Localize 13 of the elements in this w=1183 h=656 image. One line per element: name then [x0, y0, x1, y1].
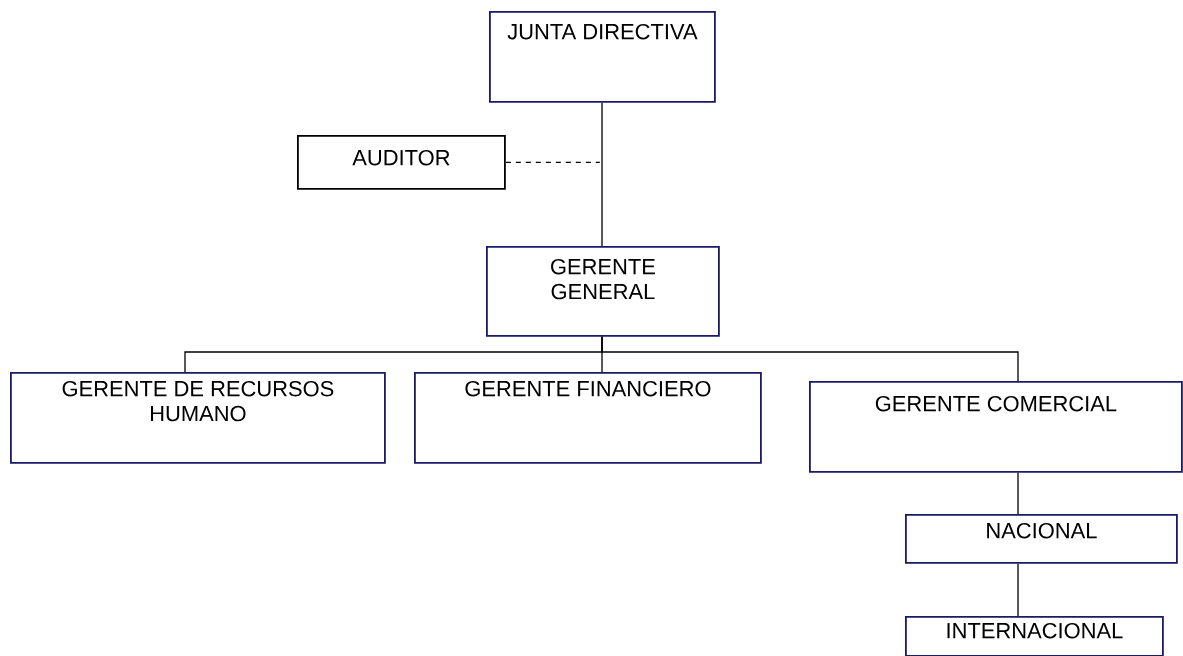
connector-line	[601, 336, 1019, 382]
org-box: NACIONAL	[905, 514, 1178, 564]
connector-line	[1017, 472, 1019, 515]
org-box: GERENTE DE RECURSOS HUMANO	[10, 372, 386, 464]
connector-line	[505, 161, 601, 164]
org-box: AUDITOR	[297, 135, 506, 190]
org-box: GERENTE GENERAL	[486, 246, 720, 337]
org-box: INTERNACIONAL	[905, 616, 1164, 656]
org-box: JUNTA DIRECTIVA	[489, 11, 716, 103]
connector-line	[601, 102, 603, 247]
connector-line	[1017, 563, 1019, 617]
org-box: GERENTE COMERCIAL	[809, 381, 1183, 473]
org-box: GERENTE FINANCIERO	[414, 372, 762, 464]
